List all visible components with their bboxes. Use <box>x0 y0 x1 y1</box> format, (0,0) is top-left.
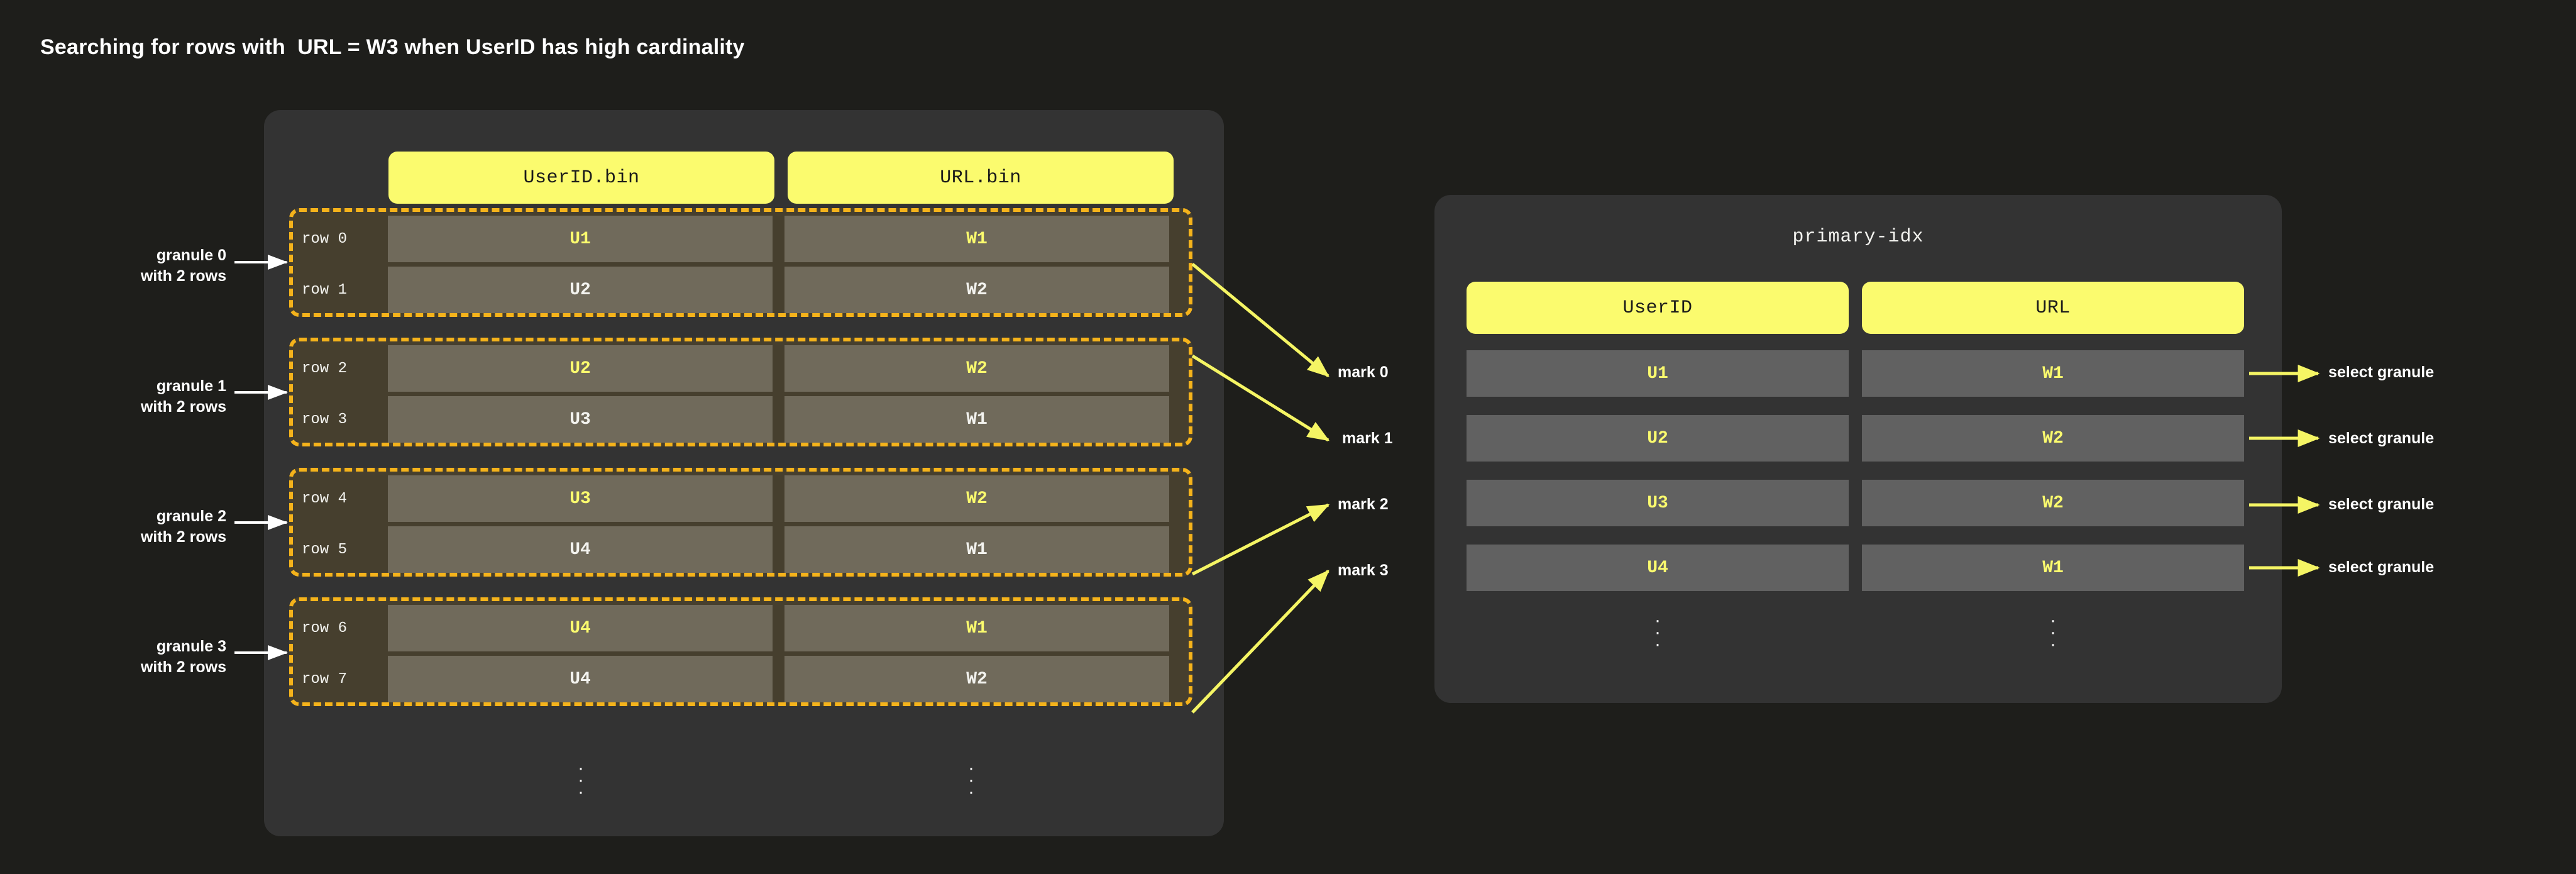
ellipsis-dot: · <box>1654 622 1661 643</box>
ellipsis-dot: · <box>2050 622 2056 643</box>
granule-note-line1: granule 0 <box>156 246 226 264</box>
index-cell-userid: U3 <box>1467 480 1849 526</box>
cell-url: W1 <box>784 216 1169 262</box>
ellipsis-index-url: · · · <box>2044 610 2062 655</box>
granule-note-1: granule 1 with 2 rows <box>50 376 226 418</box>
index-cell-url: W2 <box>1862 415 2244 462</box>
select-granule-label-0: select granule <box>2328 363 2435 381</box>
ellipsis-dot: · <box>1654 634 1661 655</box>
granule-note-0: granule 0 with 2 rows <box>50 245 226 287</box>
row-label: row 0 <box>302 230 348 248</box>
ellipsis-dot: · <box>968 758 974 778</box>
row-label: row 3 <box>302 411 348 428</box>
granule-note-line1: granule 3 <box>156 638 226 655</box>
mark-label-2: mark 2 <box>1338 495 1389 513</box>
cell-userid: U3 <box>388 475 773 522</box>
cell-url: W1 <box>784 526 1169 573</box>
row-label: row 6 <box>302 619 348 637</box>
ellipsis-index-userid: · · · <box>1648 610 1667 655</box>
index-cell-userid: U2 <box>1467 415 1849 462</box>
mark-label-3: mark 3 <box>1338 561 1389 579</box>
table-row: row 0 U1 W1 <box>293 216 1189 262</box>
cell-userid: U2 <box>388 267 773 313</box>
granule-note-line2: with 2 rows <box>140 267 226 285</box>
table-row: row 7 U4 W2 <box>293 656 1189 702</box>
table-row: row 6 U4 W1 <box>293 605 1189 651</box>
mark-label-0: mark 0 <box>1338 363 1389 381</box>
cell-url: W1 <box>784 605 1169 651</box>
mark-label-1: mark 1 <box>1342 429 1393 447</box>
index-column-header-url: URL <box>1862 282 2244 334</box>
index-cell-url: W2 <box>1862 480 2244 526</box>
cell-userid: U4 <box>388 605 773 651</box>
table-row: row 4 U3 W2 <box>293 475 1189 522</box>
table-row: row 1 U2 W2 <box>293 267 1189 313</box>
granule-note-line2: with 2 rows <box>140 528 226 546</box>
ellipsis-dot: · <box>2050 634 2056 655</box>
cell-userid: U4 <box>388 526 773 573</box>
column-header-userid-bin: UserID.bin <box>388 152 774 204</box>
index-column-header-userid: UserID <box>1467 282 1849 334</box>
granule-note-2: granule 2 with 2 rows <box>50 506 226 548</box>
granule-note-line2: with 2 rows <box>140 398 226 416</box>
row-label: row 5 <box>302 541 348 558</box>
ellipsis-url-bin: · · · <box>962 758 981 802</box>
cell-url: W2 <box>784 656 1169 702</box>
cell-userid: U3 <box>388 396 773 443</box>
ellipsis-dot: · <box>578 770 584 790</box>
cell-url: W2 <box>784 345 1169 392</box>
cell-url: W1 <box>784 396 1169 443</box>
index-cell-url: W1 <box>1862 545 2244 591</box>
table-row: row 3 U3 W1 <box>293 396 1189 443</box>
cell-url: W2 <box>784 267 1169 313</box>
granule-note-line1: granule 2 <box>156 507 226 525</box>
row-label: row 1 <box>302 281 348 299</box>
index-cell-userid: U1 <box>1467 350 1849 397</box>
granule-group-1: row 2 U2 W2 row 3 U3 W1 <box>289 338 1192 446</box>
ellipsis-dot: · <box>968 770 974 790</box>
row-label: row 7 <box>302 670 348 688</box>
ellipsis-userid-bin: · · · <box>571 758 590 802</box>
cell-url: W2 <box>784 475 1169 522</box>
ellipsis-dot: · <box>2050 610 2056 631</box>
select-granule-label-1: select granule <box>2328 429 2435 447</box>
row-label: row 2 <box>302 360 348 377</box>
granule-note-3: granule 3 with 2 rows <box>50 636 226 678</box>
primary-index-title: primary-idx <box>1792 226 1924 248</box>
cell-userid: U2 <box>388 345 773 392</box>
ellipsis-dot: · <box>578 782 584 802</box>
select-granule-label-2: select granule <box>2328 495 2435 513</box>
cell-userid: U4 <box>388 656 773 702</box>
row-label: row 4 <box>302 490 348 507</box>
ellipsis-dot: · <box>1654 610 1661 631</box>
table-row: row 5 U4 W1 <box>293 526 1189 573</box>
table-row: row 2 U2 W2 <box>293 345 1189 392</box>
granule-note-line1: granule 1 <box>156 377 226 395</box>
select-granule-label-3: select granule <box>2328 558 2435 576</box>
granule-group-2: row 4 U3 W2 row 5 U4 W1 <box>289 468 1192 577</box>
granule-group-3: row 6 U4 W1 row 7 U4 W2 <box>289 597 1192 706</box>
index-cell-url: W1 <box>1862 350 2244 397</box>
page-title: Searching for rows with URL = W3 when Us… <box>40 35 745 59</box>
granule-note-line2: with 2 rows <box>140 658 226 676</box>
column-header-url-bin: URL.bin <box>788 152 1174 204</box>
ellipsis-dot: · <box>968 782 974 802</box>
ellipsis-dot: · <box>578 758 584 778</box>
granule-group-0: row 0 U1 W1 row 1 U2 W2 <box>289 208 1192 317</box>
index-cell-userid: U4 <box>1467 545 1849 591</box>
cell-userid: U1 <box>388 216 773 262</box>
